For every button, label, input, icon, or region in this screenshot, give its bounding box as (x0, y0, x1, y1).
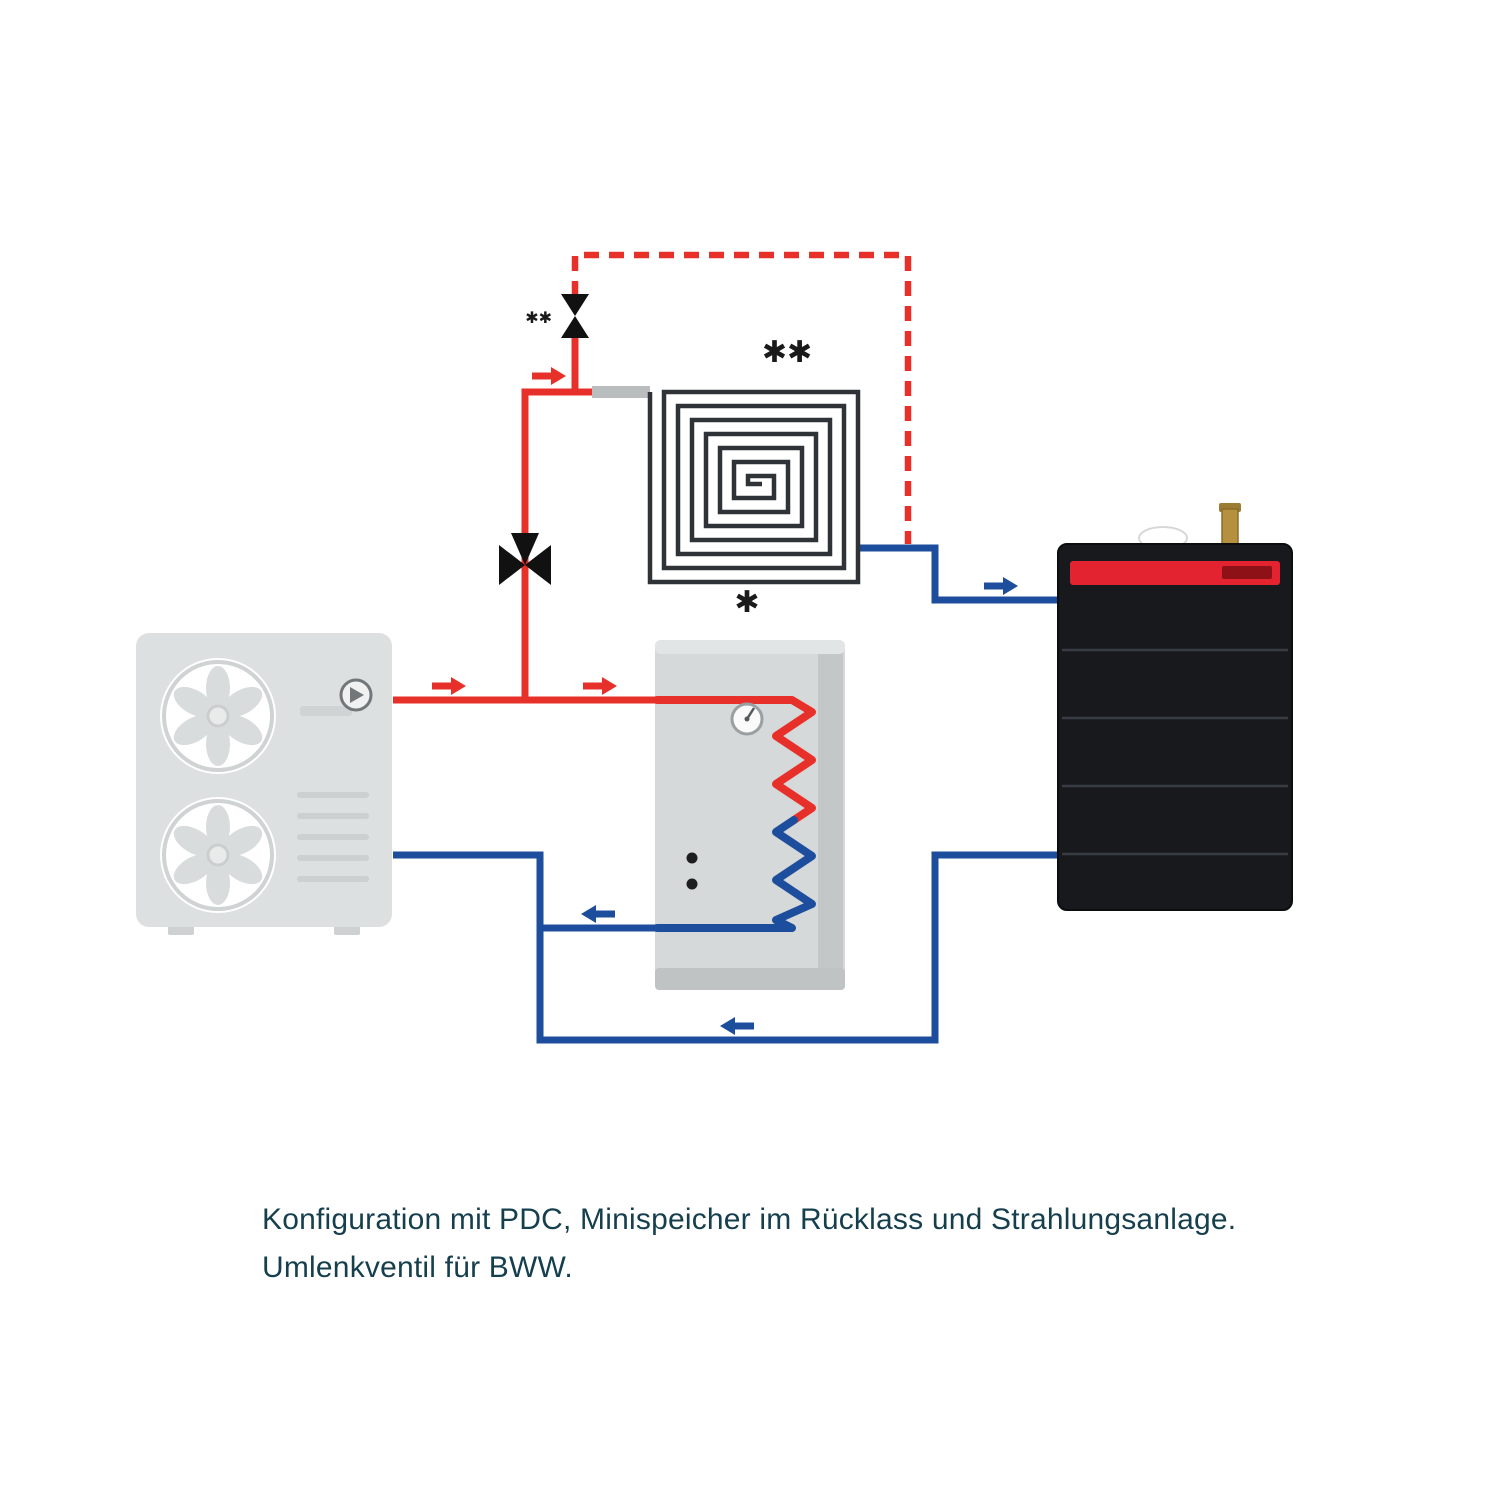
buffer-coil-cold (653, 816, 816, 932)
caption-line-1: Konfiguration mit PDC, Minispeicher im R… (262, 1203, 1237, 1236)
supply-pipes (393, 336, 657, 704)
flow-arrow-left (720, 1017, 754, 1035)
radiant-top-mark: ✱✱ (762, 335, 812, 370)
caption: Konfiguration mit PDC, Minispeicher im R… (262, 1196, 1236, 1292)
caption-line-2: Umlenkventil für BWW. (262, 1251, 573, 1284)
buffer-tank-fittings (686, 702, 764, 890)
heat-pump-unit (136, 633, 392, 935)
return-pipe-boiler-bottom (536, 851, 1070, 1044)
grill-lines (297, 792, 369, 882)
flow-arrows (432, 367, 1018, 1035)
return-pipe-coil-to-boiler (858, 544, 1070, 604)
buffer-coil-hot (653, 696, 816, 824)
buffer-tank (655, 640, 845, 990)
heat-pump-foot (168, 925, 194, 935)
sensor-port-dot (686, 878, 698, 890)
supply-pipe-to-radiant (521, 388, 592, 700)
flow-arrow-right (432, 677, 466, 695)
return-pipe-to-heat-pump (393, 851, 657, 932)
flow-arrow-right (583, 677, 617, 695)
boiler-panel-seams (1062, 648, 1288, 856)
dhw-pipe-dashed (571, 251, 912, 544)
radiant-bottom-mark: ✱ (734, 585, 759, 620)
flow-arrow-right (532, 367, 566, 385)
flow-arrow-left (581, 905, 615, 923)
fan-icon (160, 658, 276, 774)
dhw-valve-mark: ✱✱ (525, 308, 552, 327)
boiler-top-valve (1221, 508, 1239, 548)
boiler-brand-mark (1222, 566, 1272, 579)
heat-pump-foot (334, 925, 360, 935)
boiler-body (1057, 543, 1293, 911)
return-pipes (393, 544, 1070, 1044)
radiant-floor-coil (647, 389, 861, 585)
flow-arrow-right (984, 577, 1018, 595)
boiler-unit (1057, 503, 1293, 911)
fan-icon (160, 797, 276, 913)
heat-pump-label-mark (300, 706, 352, 716)
three-way-valve-icon (499, 533, 551, 585)
sensor-port-dot (686, 852, 698, 864)
dhw-diverter-valve-icon (561, 294, 589, 338)
circulation-pump-icon (339, 678, 373, 712)
